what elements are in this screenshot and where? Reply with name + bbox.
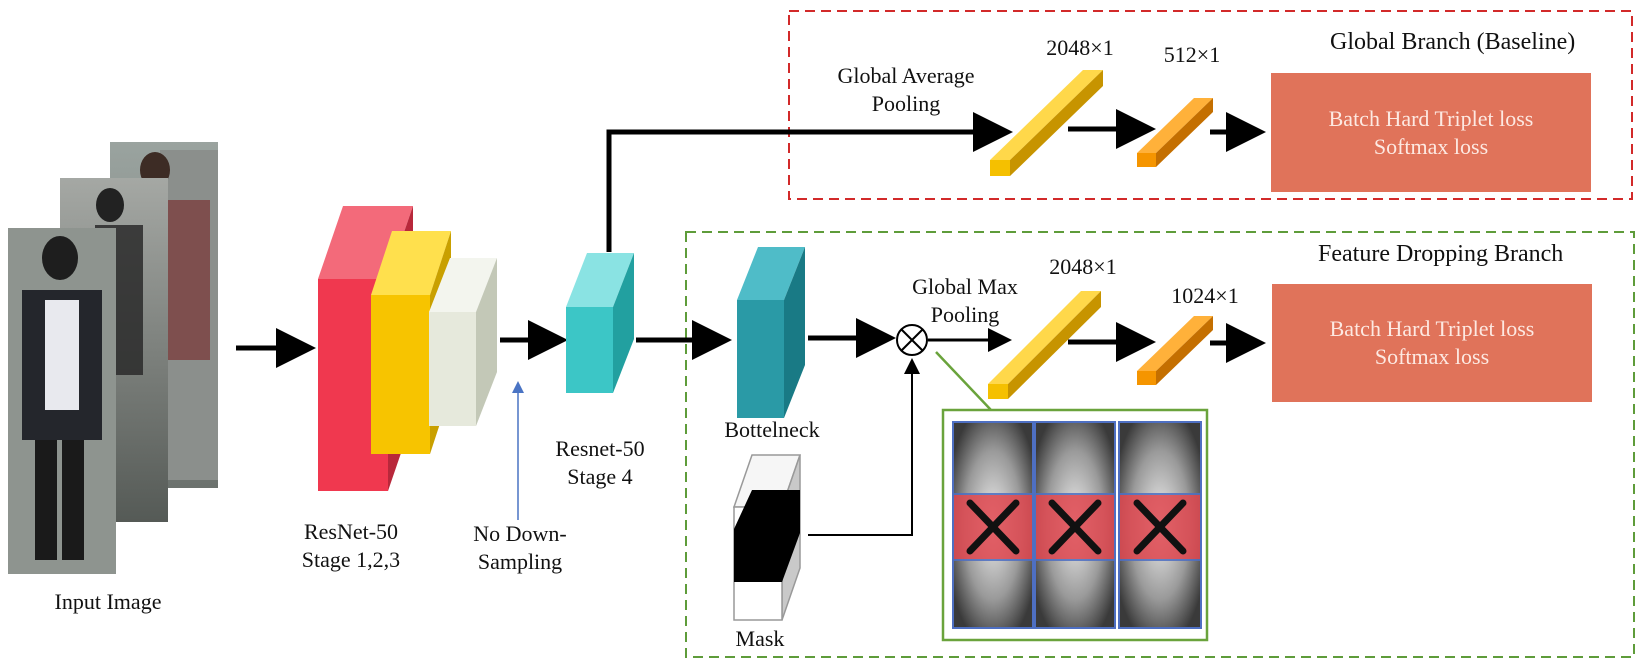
drop-loss-box: Batch Hard Triplet loss Softmax loss [1272, 284, 1592, 402]
feature-dropping-branch-box [685, 231, 1635, 658]
drop-vector-2048 [988, 291, 1101, 399]
drop-vector-1024 [1137, 316, 1213, 385]
stage4-block [566, 253, 634, 393]
stage123-label: ResNet-50 Stage 1,2,3 [301, 519, 401, 572]
max-pooling-label: Global Max Pooling [912, 274, 1018, 327]
drop-dim-2048: 2048×1 [1049, 254, 1117, 279]
global-pooling-label: Global Average Pooling [837, 63, 975, 116]
drop-loss-line-2: Softmax loss [1374, 344, 1490, 369]
global-vector-2048 [990, 70, 1103, 176]
arrow-stage4-to-global-pooling [606, 112, 1013, 252]
stage4-label: Resnet-50 Stage 4 [555, 436, 645, 489]
global-loss-box: Batch Hard Triplet loss Softmax loss [1271, 73, 1591, 192]
global-loss-line-1: Batch Hard Triplet loss [1328, 105, 1534, 131]
global-branch-title: Global Branch (Baseline) [1330, 29, 1576, 55]
mask-block [732, 454, 802, 621]
global-dim-512: 512×1 [1163, 42, 1221, 67]
bottleneck-label: Bottelneck [724, 417, 820, 442]
stage3-block [429, 258, 497, 426]
global-loss-line-2: Softmax loss [1373, 133, 1489, 159]
input-images [8, 142, 218, 574]
callout-line [935, 351, 1209, 642]
mask-label: Mask [735, 626, 785, 651]
global-branch-box [788, 10, 1633, 200]
arrow-mask-to-drop [808, 358, 920, 536]
no-downsampling-label: No Down- Sampling [473, 521, 567, 574]
global-vector-512 [1137, 98, 1213, 167]
feature-dropping-branch-title: Feature Dropping Branch [1318, 241, 1564, 267]
drop-loss-line-1: Batch Hard Triplet loss [1329, 316, 1535, 341]
drop-dim-1024: 1024×1 [1171, 283, 1239, 308]
global-dim-2048: 2048×1 [1046, 35, 1114, 60]
input-image-label: Input Image [54, 589, 162, 614]
bottleneck-block [737, 247, 805, 418]
activation-maps [952, 421, 1202, 629]
feature-drop-multiply-node [896, 324, 928, 356]
